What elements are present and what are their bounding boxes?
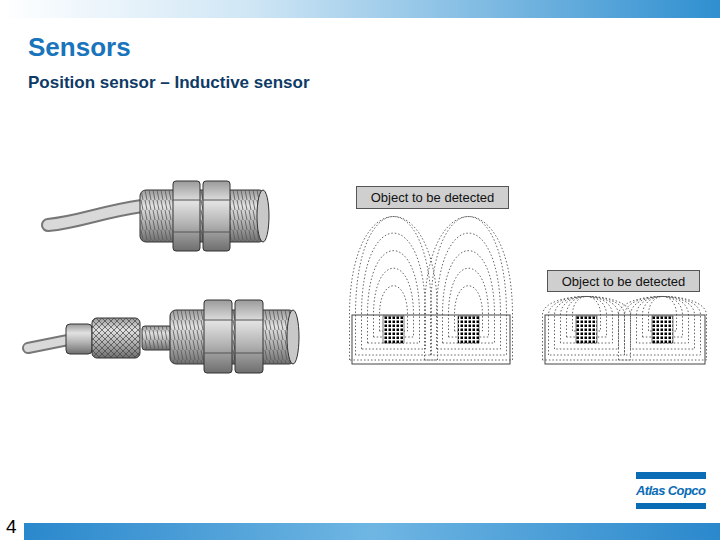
field-line xyxy=(362,233,426,349)
object-label: Object to be detected xyxy=(371,190,495,205)
field-line xyxy=(437,233,501,349)
object-label: Object to be detected xyxy=(562,274,686,289)
sensor-with-connector xyxy=(28,300,299,373)
field-line xyxy=(368,251,420,343)
field-diagram-far xyxy=(350,217,513,364)
field-line xyxy=(561,296,613,343)
field-line xyxy=(443,251,495,343)
slide-subtitle: Position sensor – Inductive sensor xyxy=(28,73,310,93)
slide-number: 4 xyxy=(6,516,17,538)
field-line xyxy=(625,296,701,355)
company-logo: Atlas Copco xyxy=(636,483,705,498)
field-line xyxy=(637,296,689,343)
sensor-with-cable xyxy=(48,181,269,251)
field-line xyxy=(356,217,432,355)
field-line xyxy=(431,217,507,355)
field-line xyxy=(555,296,619,349)
field-line xyxy=(425,217,513,360)
bottom-bar xyxy=(24,523,720,540)
logo-bars xyxy=(636,472,706,509)
field-line xyxy=(543,296,631,360)
top-bar xyxy=(0,0,720,18)
field-diagram-near xyxy=(543,296,707,364)
field-line xyxy=(619,296,707,360)
slide-title: Sensors xyxy=(28,32,131,63)
object-box: Object to be detected xyxy=(547,270,700,292)
object-box: Object to be detected xyxy=(356,186,509,209)
field-line xyxy=(549,296,625,355)
field-line xyxy=(631,296,695,349)
